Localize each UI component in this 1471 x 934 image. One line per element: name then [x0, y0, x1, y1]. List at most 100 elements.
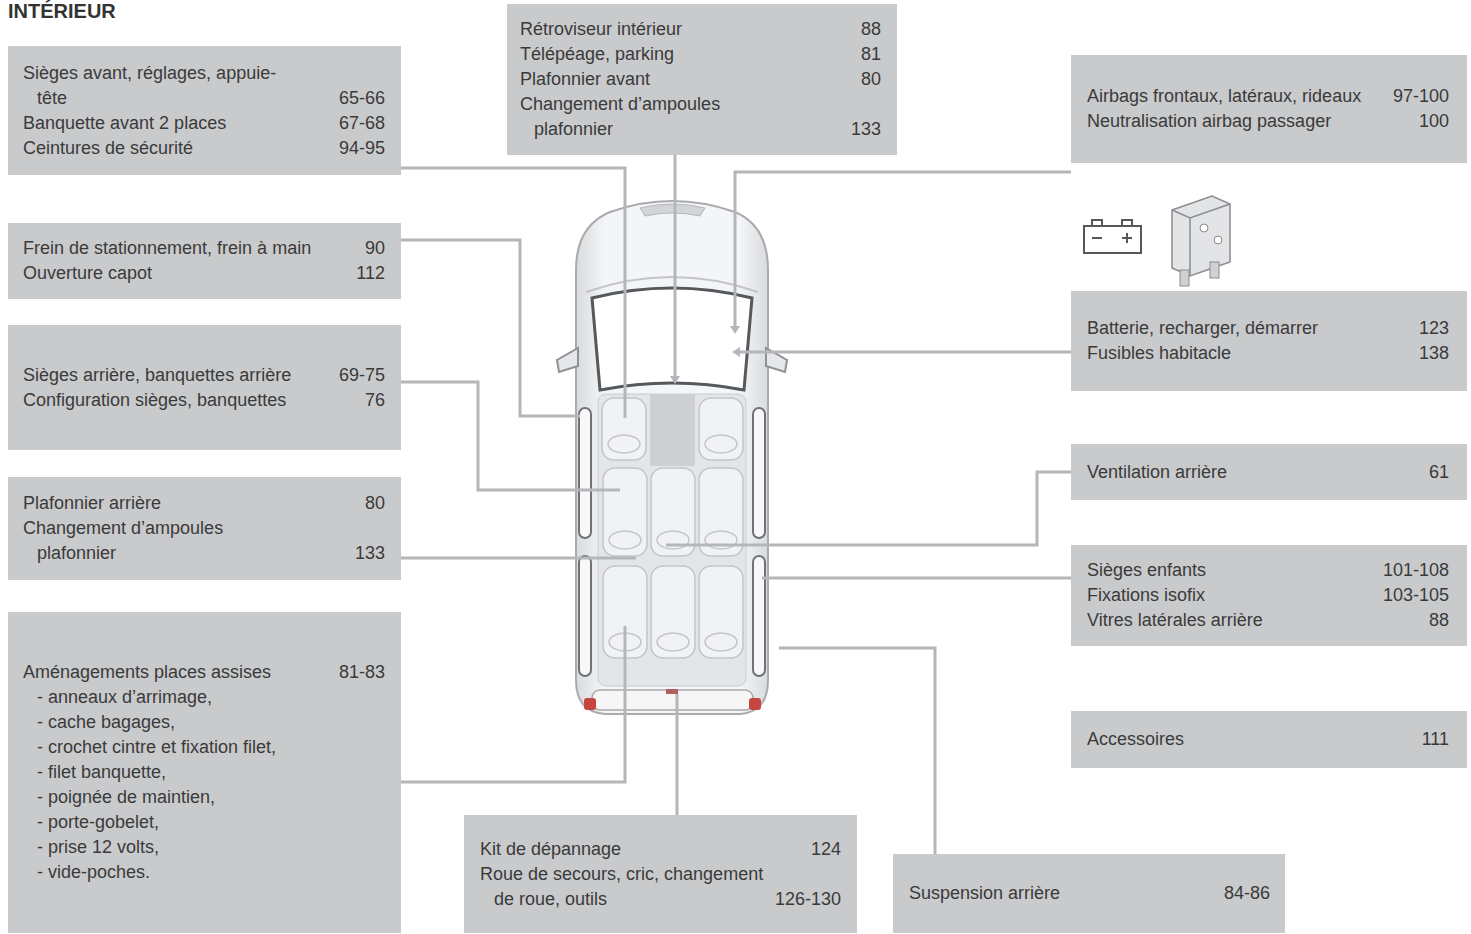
page-number: 126-130 [765, 887, 841, 912]
page-title: INTÉRIEUR [8, 0, 116, 23]
index-entry: Accessoires [1087, 727, 1184, 752]
index-box: Airbags frontaux, latéraux, rideaux97-10… [1071, 55, 1467, 163]
page-number: 65-66 [329, 86, 385, 111]
page-number: 133 [841, 117, 881, 142]
index-entry: Rétroviseur intérieur [520, 17, 682, 42]
index-entry: Ouverture capot [23, 261, 152, 286]
index-row: - filet banquette, [23, 760, 385, 785]
index-entry: Ventilation arrière [1087, 460, 1227, 485]
page-number: 80 [851, 67, 881, 92]
page-number: 67-68 [329, 111, 385, 136]
index-row: Batterie, recharger, démarrer123 [1087, 316, 1449, 341]
index-row: Fixations isofix 103-105 [1087, 583, 1449, 608]
index-entry: Aménagements places assises [23, 660, 271, 685]
list-item: - filet banquette, [23, 760, 166, 785]
list-item: - crochet cintre et fixation filet, [23, 735, 276, 760]
page-number: 112 [346, 261, 385, 286]
index-row: Roue de secours, cric, changement de rou… [480, 862, 841, 912]
index-entry: Fusibles habitacle [1087, 341, 1231, 366]
index-row: Ouverture capot 112 [23, 261, 385, 286]
page-number: 94-95 [329, 136, 385, 161]
index-box: Accessoires111 [1071, 711, 1467, 768]
index-entry: Sièges enfants [1087, 558, 1206, 583]
index-entry: Sièges avant, réglages, appuie-tête [23, 61, 287, 111]
index-row: Changement d’ampoules plafonnier133 [23, 516, 385, 566]
box-content: Accessoires111 [1071, 711, 1467, 768]
index-entry: Batterie, recharger, démarrer [1087, 316, 1318, 341]
rear-bumper [584, 689, 761, 710]
page-number: 124 [801, 837, 841, 862]
index-row: Frein de stationnement, frein à main90 [23, 236, 385, 261]
index-box: Ventilation arrière61 [1071, 444, 1467, 500]
box-content: Batterie, recharger, démarrer123Fusibles… [1071, 291, 1467, 391]
index-row: - crochet cintre et fixation filet, [23, 735, 385, 760]
index-row: Airbags frontaux, latéraux, rideaux97-10… [1087, 84, 1449, 109]
index-row: Configuration sièges, banquettes76 [23, 388, 385, 413]
page-number: 88 [1419, 608, 1449, 633]
index-row: Neutralisation airbag passager 100 [1087, 109, 1449, 134]
index-row: - vide-poches. [23, 860, 385, 885]
page-number: 84-86 [1214, 881, 1270, 906]
leader-lines [401, 155, 1071, 854]
index-row: - porte-gobelet, [23, 810, 385, 835]
index-box: Sièges avant, réglages, appuie-tête 65-66… [8, 46, 401, 175]
battery-icon [1084, 220, 1141, 253]
index-row: Ventilation arrière61 [1087, 460, 1449, 485]
index-box: Suspension arrière 84-86 [893, 854, 1285, 933]
index-row: Vitres latérales arrière 88 [1087, 608, 1449, 633]
index-box: Batterie, recharger, démarrer123Fusibles… [1071, 291, 1467, 391]
index-entry: Changement d’ampoules plafonnier [23, 516, 277, 566]
list-item: - cache bagages, [23, 710, 175, 735]
box-content: Ventilation arrière61 [1071, 444, 1467, 500]
page-number: 81 [851, 42, 881, 67]
index-entry: Changement d’ampoules plafonnier [520, 92, 774, 142]
index-row: Kit de dépannage 124 [480, 837, 841, 862]
index-row: - cache bagages, [23, 710, 385, 735]
page-number: 88 [851, 17, 881, 42]
index-row: Sièges arrière, banquettes arrière69-75 [23, 363, 385, 388]
box-content: Aménagements places assises81-83- anneau… [8, 612, 401, 933]
index-box: Sièges arrière, banquettes arrière69-75C… [8, 325, 401, 450]
index-row: Plafonnier arrière 80 [23, 491, 385, 516]
list-item: - prise 12 volts, [23, 835, 159, 860]
index-row: Fusibles habitacle 138 [1087, 341, 1449, 366]
index-entry: Configuration sièges, banquettes [23, 388, 286, 413]
index-entry: Suspension arrière [909, 881, 1060, 906]
page-number: 69-75 [329, 363, 385, 388]
seats [602, 398, 743, 658]
list-item: - poignée de maintien, [23, 785, 215, 810]
list-item: - porte-gobelet, [23, 810, 159, 835]
index-entry: Kit de dépannage [480, 837, 621, 862]
page-number: 80 [355, 491, 385, 516]
index-entry: Plafonnier avant [520, 67, 650, 92]
index-entry: Neutralisation airbag passager [1087, 109, 1331, 134]
index-entry: Télépéage, parking [520, 42, 674, 67]
page-number: 138 [1409, 341, 1449, 366]
index-box: Aménagements places assises81-83- anneau… [8, 612, 401, 933]
box-content: Sièges avant, réglages, appuie-tête 65-66… [8, 46, 401, 175]
car-body [557, 201, 787, 714]
index-row: Accessoires111 [1087, 727, 1449, 752]
box-content: Frein de stationnement, frein à main90Ou… [8, 223, 401, 299]
index-row: Plafonnier avant 80 [520, 67, 881, 92]
index-box: Kit de dépannage 124Roue de secours, cric… [464, 815, 857, 933]
index-row: - anneaux d’arrimage, [23, 685, 385, 710]
index-row: - poignée de maintien, [23, 785, 385, 810]
index-entry: Frein de stationnement, frein à main [23, 236, 311, 261]
index-entry: Vitres latérales arrière [1087, 608, 1263, 633]
page-number: 103-105 [1373, 583, 1449, 608]
box-content: Plafonnier arrière80Changement d’ampoule… [8, 477, 401, 580]
index-entry: Fixations isofix [1087, 583, 1205, 608]
fuse-icon [1172, 196, 1230, 286]
box-content: Suspension arrière 84-86 [893, 854, 1285, 933]
index-row: - prise 12 volts, [23, 835, 385, 860]
index-row: Télépéage, parking 81 [520, 42, 881, 67]
page-number: 97-100 [1383, 84, 1449, 109]
list-item: - vide-poches. [23, 860, 150, 885]
index-box: Sièges enfants101-108Fixations isofix103… [1071, 545, 1467, 646]
index-entry: Plafonnier arrière [23, 491, 161, 516]
page-number: 100 [1409, 109, 1449, 134]
index-row: Sièges avant, réglages, appuie-tête 65-66 [23, 61, 385, 111]
index-row: Rétroviseur intérieur 88 [520, 17, 881, 42]
